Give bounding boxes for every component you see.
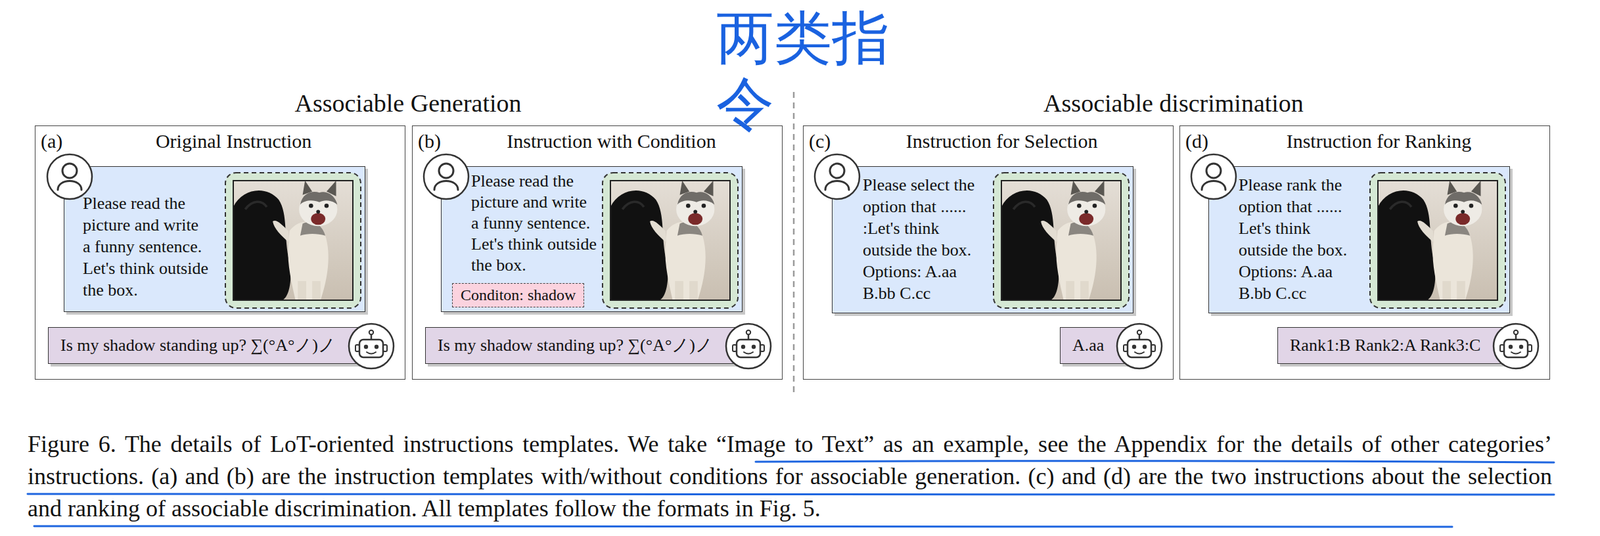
image-frame [993, 172, 1129, 309]
user-icon [1191, 154, 1236, 200]
underline [27, 493, 1555, 495]
image-frame [1370, 172, 1506, 309]
dog-photo [1377, 180, 1498, 301]
dog-photo [1001, 180, 1121, 301]
panel-d-art [1191, 154, 1539, 369]
image-frame [602, 172, 738, 309]
reply-text: Is my shadow standing up? ∑(°A°ノ)ノ [60, 327, 336, 363]
panel-a-art [47, 154, 394, 369]
reply-text: Is my shadow standing up? ∑(°A°ノ)ノ [437, 327, 713, 363]
photo-border [233, 180, 353, 301]
robot-icon [1117, 323, 1162, 369]
panel-letter: (d) [1185, 128, 1209, 154]
reply-text: A.aa [1072, 327, 1104, 363]
panel-title: Instruction with Condition [412, 128, 782, 154]
section-heading: Associable discrimination [1042, 88, 1305, 119]
robot-icon [348, 323, 394, 369]
image-frame [225, 172, 361, 309]
underline [755, 461, 1555, 463]
prompt-text: Please read the picture and write a funn… [471, 170, 598, 276]
photo-border [610, 180, 731, 301]
panel-title: Instruction for Selection [803, 128, 1173, 154]
panel-letter: (c) [808, 128, 831, 154]
panel-title: Instruction for Ranking [1180, 128, 1550, 154]
bot-reply-bubble: Is my shadow standing up? ∑(°A°ノ)ノ [425, 327, 752, 365]
panel-letter: (b) [417, 128, 441, 154]
prompt-text: Please rank the option that ...... Let's… [1238, 174, 1361, 305]
handwritten-note: 两类指令 [716, 5, 927, 137]
handwritten-underlines [27, 461, 1555, 527]
user-icon [814, 154, 860, 200]
condition-tag: Conditon: shadow [452, 283, 585, 308]
user-icon [47, 154, 92, 200]
section-heading: Associable Generation [276, 88, 540, 119]
condition-text: Conditon: shadow [460, 283, 576, 307]
photo-border [1001, 180, 1121, 301]
dog-photo [610, 180, 731, 301]
panel-title: Original Instruction [35, 128, 405, 154]
bot-reply-bubble: Is my shadow standing up? ∑(°A°ノ)ノ [47, 327, 375, 365]
photo-border [1377, 180, 1498, 301]
panel-letter: (a) [40, 128, 63, 154]
figure-caption: Figure 6. The details of LoT-oriented in… [27, 428, 1553, 526]
underline [34, 525, 1453, 527]
robot-icon [1493, 323, 1539, 369]
robot-icon [726, 323, 771, 369]
prompt-text: Please select the option that ...... :Le… [862, 174, 985, 305]
panel-b-art [423, 154, 771, 369]
prompt-text: Please read the picture and write a funn… [82, 192, 209, 301]
section-divider [793, 91, 796, 395]
reply-text: Rank1:B Rank2:A Rank3:C [1289, 327, 1481, 363]
panel-c-art [814, 154, 1162, 369]
user-icon [423, 154, 469, 200]
bot-reply-bubble: Rank1:B Rank2:A Rank3:C [1277, 327, 1520, 365]
dog-photo [233, 180, 353, 301]
